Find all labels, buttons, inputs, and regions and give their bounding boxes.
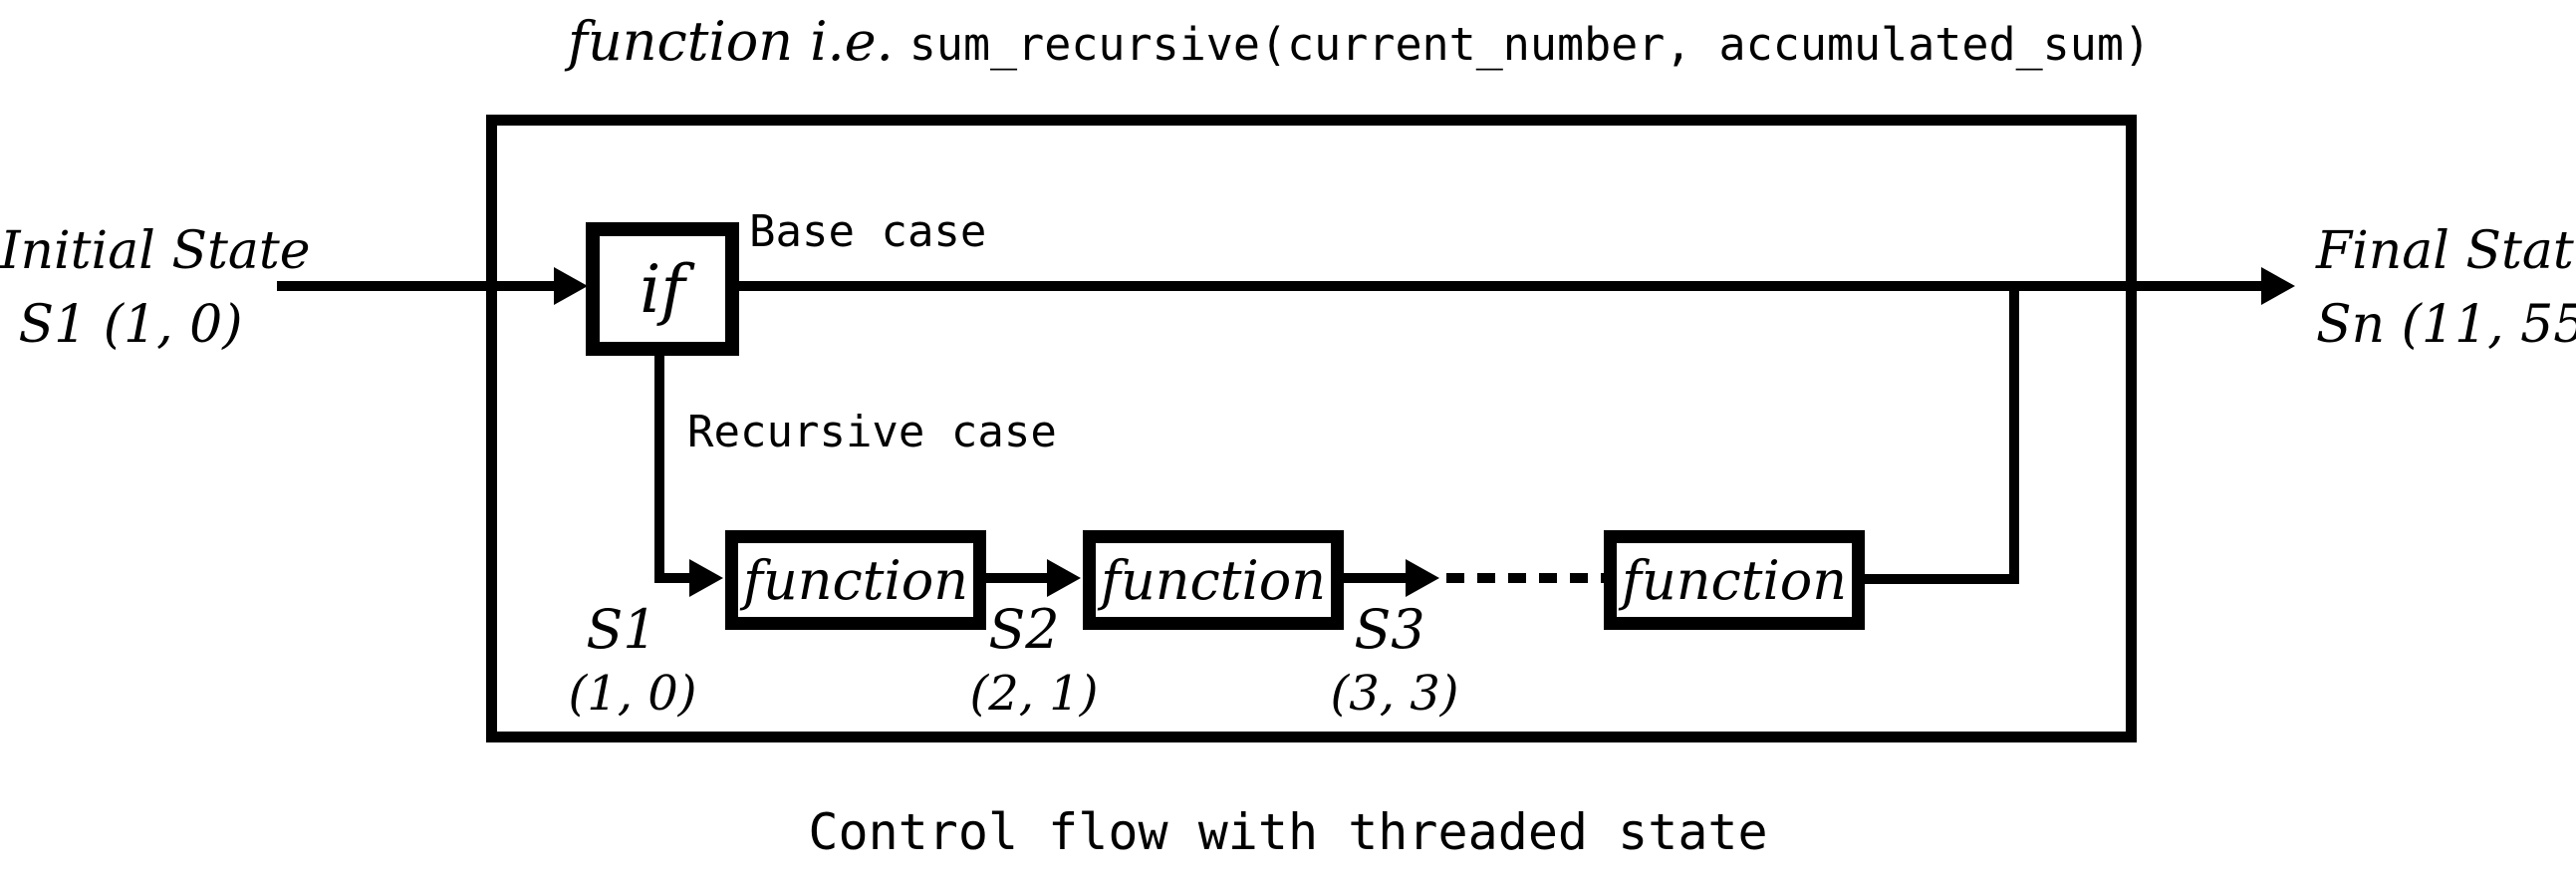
function-boundary-box bbox=[486, 115, 2137, 742]
state-1-value: (1, 0) bbox=[568, 666, 697, 722]
diagram-title: function i.e. sum_recursive(current_numb… bbox=[568, 10, 2151, 73]
function-box-1-label: function bbox=[742, 548, 969, 612]
final-state-title: Final State bbox=[2316, 221, 2576, 281]
base-case-label: Base case bbox=[749, 206, 987, 257]
call1-arrow-head bbox=[689, 559, 723, 597]
final-state-label: Final State Sn (11, 55) bbox=[2316, 214, 2576, 362]
function-box-3-label: function bbox=[1621, 548, 1848, 612]
initial-arrow-head bbox=[554, 267, 588, 305]
initial-state-value: S1 (1, 0) bbox=[18, 295, 243, 355]
if-box: if bbox=[586, 222, 739, 356]
diagram-caption: Control flow with threaded state bbox=[808, 803, 1768, 861]
title-function-signature: sum_recursive(current_number, accumulate… bbox=[908, 18, 2152, 71]
call3-arrow-head bbox=[1406, 559, 1439, 597]
call3-arrow-line bbox=[1344, 573, 1406, 583]
if-label: if bbox=[640, 250, 685, 328]
base-case-line bbox=[739, 281, 2261, 291]
recursive-corner-line bbox=[654, 573, 689, 583]
state-1-name: S1 bbox=[586, 598, 657, 661]
initial-state-label: Initial State S1 (1, 0) bbox=[0, 214, 311, 362]
function-box-2-label: function bbox=[1100, 548, 1327, 612]
state-3-value: (3, 3) bbox=[1330, 666, 1459, 722]
recursive-case-label: Recursive case bbox=[687, 407, 1057, 457]
title-prefix: function i.e. bbox=[568, 10, 894, 73]
state-2-name: S2 bbox=[988, 598, 1060, 661]
call2-arrow-head bbox=[1047, 559, 1081, 597]
initial-state-title: Initial State bbox=[0, 221, 311, 281]
final-state-value: Sn (11, 55) bbox=[2316, 295, 2576, 355]
final-arrow-head bbox=[2261, 267, 2295, 305]
return-line-horizontal bbox=[1865, 574, 2019, 584]
state-3-name: S3 bbox=[1354, 598, 1425, 661]
recursive-drop-line bbox=[654, 342, 664, 583]
function-box-3: function bbox=[1604, 530, 1865, 630]
function-box-2: function bbox=[1083, 530, 1344, 630]
function-box-1: function bbox=[725, 530, 986, 630]
initial-arrow-line bbox=[277, 281, 556, 291]
ellipsis-dashed-line bbox=[1446, 573, 1604, 583]
state-2-value: (2, 1) bbox=[969, 666, 1099, 722]
call2-arrow-line bbox=[986, 573, 1047, 583]
return-line-vertical bbox=[2009, 281, 2019, 584]
